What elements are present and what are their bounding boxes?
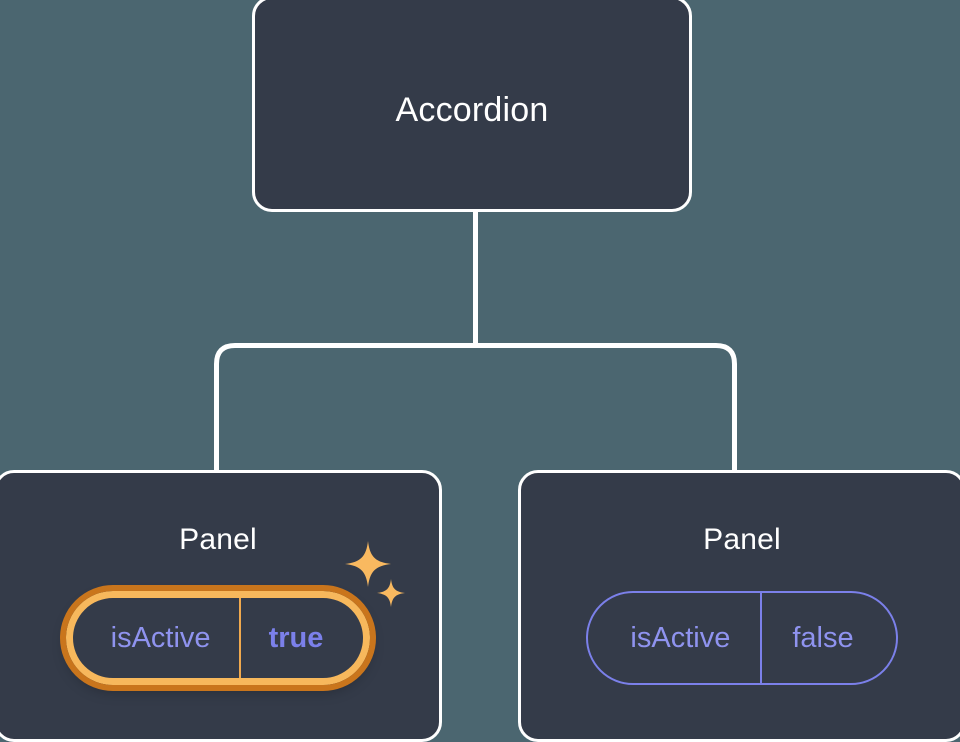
tree-node-accordion[interactable]: Accordion — [252, 0, 692, 212]
tree-node-panel-inactive[interactable]: Panel isActive false — [518, 470, 960, 742]
prop-value-label: false — [760, 593, 895, 683]
prop-pill-isactive-true[interactable]: isActive true — [59, 585, 377, 691]
connector-branch-bus — [214, 343, 737, 471]
node-label-panel-active: Panel — [179, 523, 257, 556]
prop-key-label: isActive — [110, 621, 211, 654]
node-label-panel-inactive: Panel — [703, 523, 781, 556]
tree-node-panel-active[interactable]: Panel isActive true — [0, 470, 442, 742]
prop-value-label: true — [238, 598, 364, 678]
node-label-accordion: Accordion — [395, 91, 549, 129]
prop-pill-wrap-inactive: isActive false — [521, 591, 960, 685]
prop-key-label: isActive — [630, 621, 731, 654]
prop-pill-isactive-false[interactable]: isActive false — [586, 591, 898, 685]
prop-pill-wrap-active: isActive true — [0, 585, 439, 691]
